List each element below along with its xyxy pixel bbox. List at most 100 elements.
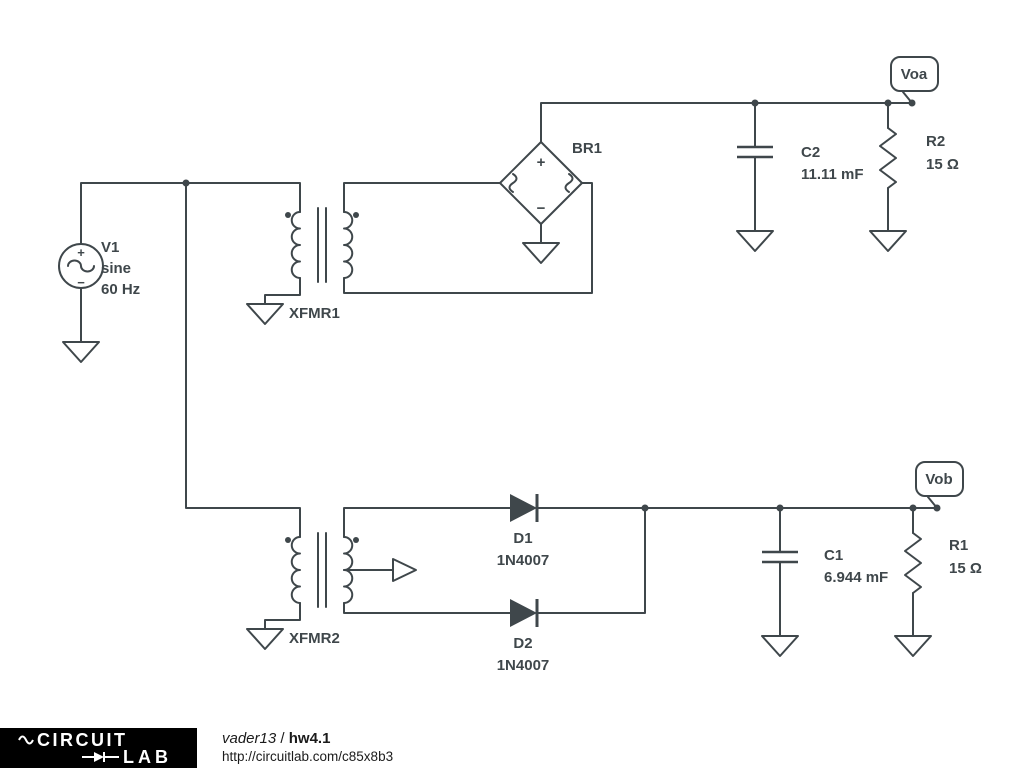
br1-bridge-rectifier: + − BR1: [499, 140, 602, 225]
xfmr1-transformer: XFMR1: [285, 207, 359, 322]
d1-part-label: 1N4007: [497, 552, 550, 569]
br1-minus-sign: −: [537, 200, 546, 217]
flag-box: [915, 461, 964, 497]
core-lines: [317, 532, 327, 608]
phase-dot: [353, 537, 359, 543]
r2-name-label: R2: [926, 133, 945, 150]
wire: [540, 102, 913, 143]
diode-triangle: [510, 494, 537, 522]
r1-value-label: 15 Ω: [949, 560, 982, 577]
circuitlab-logo[interactable]: CIRCUIT LAB: [0, 728, 197, 768]
logo-text-lab: LAB: [123, 746, 172, 767]
junction-dots: [182, 99, 941, 512]
author-name[interactable]: vader13: [222, 730, 277, 748]
c2-value-label: 11.11 mF: [801, 166, 864, 183]
br1-plus-sign: +: [537, 154, 546, 171]
ground-icon: [62, 341, 100, 363]
wire: [185, 182, 301, 538]
d2-name-label: D2: [513, 635, 532, 652]
wire: [264, 602, 301, 630]
author-project-line: vader13 / hw4.1: [222, 730, 393, 749]
center-tap-arrow-icon: [392, 558, 417, 582]
bridge-diamond: [499, 141, 583, 225]
junction-dot: [908, 99, 916, 107]
logo-text-circuit: CIRCUIT: [37, 729, 128, 750]
junction-dot: [884, 99, 892, 107]
primary-coil: [290, 536, 301, 604]
wires: [80, 91, 938, 637]
junction-dot: [751, 99, 759, 107]
ground-icon: [894, 635, 932, 657]
xfmr1-name-label: XFMR1: [289, 305, 340, 322]
vob-net-flag: Vob: [915, 461, 964, 497]
junction-dot: [909, 504, 917, 512]
phase-dot: [353, 212, 359, 218]
secondary-coil: [343, 536, 354, 604]
c1-name-label: C1: [824, 547, 843, 564]
circuit-canvas: + − V1 sine 60 Hz XFMR1 + − BR1 C2 11.11…: [58, 56, 982, 674]
schematic-url[interactable]: http://circuitlab.com/c85x8b3: [222, 748, 394, 764]
primary-coil: [290, 211, 301, 279]
wire: [536, 507, 646, 614]
junction-dot: [933, 504, 941, 512]
xfmr2-name-label: XFMR2: [289, 630, 340, 647]
grounds: [62, 230, 932, 657]
r1-resistor: R1 15 Ω: [904, 532, 982, 594]
v1-voltage-source: + − V1 sine 60 Hz: [58, 239, 140, 298]
vob-label: Vob: [925, 471, 952, 488]
c1-capacitor: C1 6.944 mF: [762, 547, 888, 586]
logo-row-top: CIRCUIT: [18, 729, 172, 750]
diode-triangle: [510, 599, 537, 627]
wire: [343, 507, 511, 538]
ground-icon: [869, 230, 907, 252]
footer-meta: vader13 / hw4.1 http://circuitlab.com/c8…: [222, 728, 393, 768]
wire: [343, 182, 501, 213]
ac-wave-icon: [508, 173, 518, 193]
d1-name-label: D1: [513, 530, 532, 547]
voa-net-flag: Voa: [890, 56, 939, 92]
junction-dot: [641, 504, 649, 512]
wire: [343, 182, 593, 294]
source-circle: [58, 243, 104, 289]
wire: [343, 602, 511, 614]
c2-name-label: C2: [801, 144, 820, 161]
d2-part-label: 1N4007: [497, 657, 550, 674]
phase-dot: [285, 537, 291, 543]
ground-icon: [736, 230, 774, 252]
secondary-coil: [343, 211, 354, 279]
v1-plus-sign: +: [77, 245, 85, 260]
v1-waveform-label: sine: [101, 260, 131, 277]
wire: [264, 277, 301, 305]
core-lines: [317, 207, 327, 283]
voa-label: Voa: [901, 66, 928, 83]
diode-icon: [82, 751, 119, 762]
c1-value-label: 6.944 mF: [824, 569, 888, 586]
c2-capacitor: C2 11.11 mF: [737, 144, 864, 183]
resistor-zigzag: [904, 532, 922, 594]
flag-box: [890, 56, 939, 92]
ground-icon: [761, 635, 799, 657]
r2-value-label: 15 Ω: [926, 156, 959, 173]
r2-resistor: R2 15 Ω: [879, 127, 959, 189]
ground-icon: [246, 628, 284, 650]
br1-name-label: BR1: [572, 140, 602, 157]
d1-diode: D1 1N4007: [497, 494, 550, 569]
v1-frequency-label: 60 Hz: [101, 281, 140, 298]
wire: [80, 182, 301, 245]
resistor-zigzag: [879, 127, 897, 189]
junction-dot: [776, 504, 784, 512]
ground-icon: [246, 303, 284, 325]
sine-wave-icon: [18, 735, 34, 744]
sine-wave-icon: [67, 259, 95, 273]
d2-diode: D2 1N4007: [497, 599, 550, 674]
v1-name-label: V1: [101, 239, 119, 256]
footer: CIRCUIT LAB vader13 / hw4.1 http://circu…: [0, 728, 1024, 768]
xfmr2-transformer: XFMR2: [285, 532, 417, 647]
phase-dot: [285, 212, 291, 218]
logo-row-bottom: LAB: [18, 746, 172, 767]
project-name: hw4.1: [288, 730, 331, 748]
ac-wave-icon: [564, 173, 574, 193]
junction-dot: [182, 179, 190, 187]
ground-icon: [522, 242, 560, 264]
r1-name-label: R1: [949, 537, 968, 554]
